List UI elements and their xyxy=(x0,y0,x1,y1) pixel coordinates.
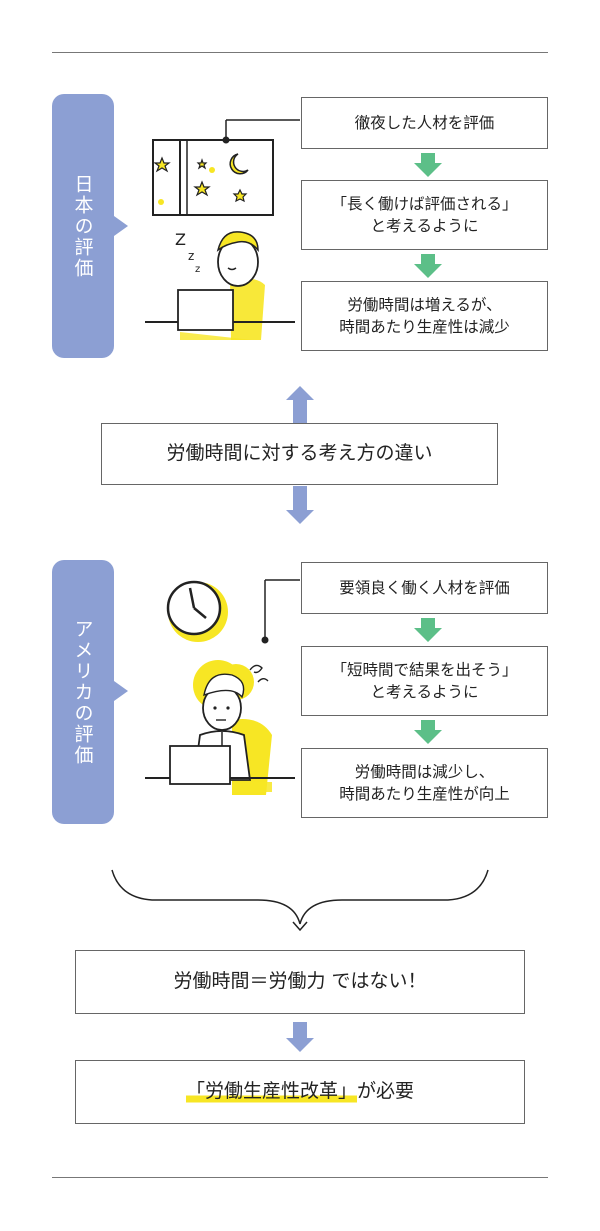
svg-text:z: z xyxy=(195,264,200,275)
top-divider xyxy=(52,52,548,53)
america-tag: アメリカの評価 xyxy=(52,560,114,824)
conclusion-action-box: 「労働生産性改革」が必要 xyxy=(75,1060,525,1124)
up-arrow-icon xyxy=(286,386,314,424)
down-arrow-icon xyxy=(414,153,442,177)
america-tag-pointer xyxy=(114,681,128,701)
japan-step-2: 「長く働けば評価される」 と考えるように xyxy=(301,180,548,250)
america-step-3: 労働時間は減少し、 時間あたり生産性が向上 xyxy=(301,748,548,818)
action-suffix: が必要 xyxy=(357,1080,415,1103)
japan-tag-pointer xyxy=(114,216,128,236)
japan-tag-label: 日本の評価 xyxy=(71,173,94,279)
summary-brace xyxy=(111,869,489,932)
down-arrow-icon xyxy=(414,618,442,642)
america-step-2: 「短時間で結果を出そう」 と考えるように xyxy=(301,646,548,716)
down-arrow-icon xyxy=(286,486,314,524)
svg-text:Z: Z xyxy=(175,230,186,249)
japan-step-3: 労働時間は増えるが、 時間あたり生産性は減少 xyxy=(301,281,548,351)
down-arrow-icon xyxy=(286,1022,314,1052)
down-arrow-icon xyxy=(414,254,442,278)
bottom-divider xyxy=(52,1177,548,1178)
sleeping-worker-illustration: Z z z xyxy=(145,119,300,340)
america-tag-label: アメリカの評価 xyxy=(71,618,94,766)
comparison-label-box: 労働時間に対する考え方の違い xyxy=(101,423,498,485)
conclusion-statement-box: 労働時間＝労働力 ではない！ xyxy=(75,950,525,1014)
highlighted-phrase: 「労働生産性改革」 xyxy=(185,1078,357,1106)
focused-worker-illustration xyxy=(145,579,300,795)
japan-tag: 日本の評価 xyxy=(52,94,114,358)
down-arrow-icon xyxy=(414,720,442,744)
japan-step-1: 徹夜した人材を評価 xyxy=(301,97,548,149)
svg-text:z: z xyxy=(188,249,194,263)
america-step-1: 要領良く働く人材を評価 xyxy=(301,562,548,614)
